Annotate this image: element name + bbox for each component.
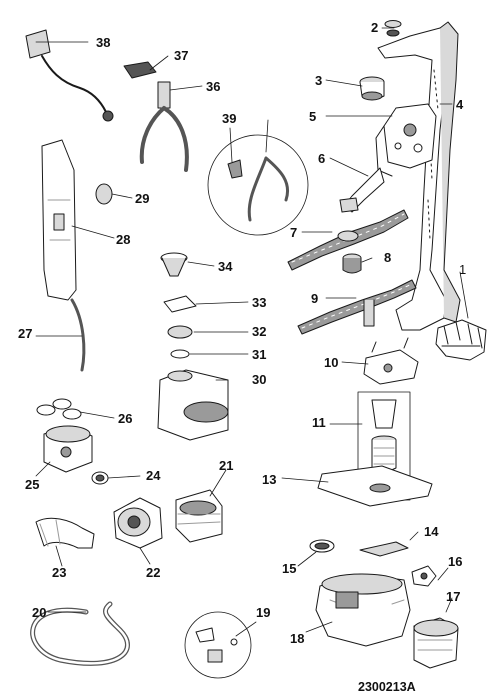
- drawing-code: 2300213A: [358, 680, 416, 694]
- label-part-32: 32: [252, 324, 267, 339]
- label-part-1: 1: [459, 262, 467, 277]
- label-part-34: 34: [218, 259, 233, 274]
- part-34-funnel: [160, 252, 188, 277]
- label-part-29: 29: [135, 191, 150, 206]
- label-part-23: 23: [52, 565, 67, 580]
- part-33-cap: [163, 295, 197, 313]
- part-27-tube: [70, 298, 86, 372]
- part-8-nut: [342, 253, 362, 274]
- part-9-spray-arm: [297, 279, 417, 335]
- label-part-38: 39: [222, 111, 237, 126]
- label-part-35: 36: [206, 79, 221, 94]
- label-part-26: 26: [118, 411, 133, 426]
- part-23-elbow-hose: [35, 517, 95, 549]
- part-38-39-detail: [207, 134, 309, 236]
- leader-lines: [35, 27, 469, 637]
- label-part-36: 37: [174, 48, 189, 63]
- part-31-ring: [170, 349, 190, 359]
- part-20-drain-hose: [30, 601, 130, 666]
- part-1-clip: [435, 319, 487, 361]
- part-16-fitting: [411, 565, 437, 587]
- part-18-sump: [315, 573, 411, 647]
- label-part-17: 17: [446, 589, 461, 604]
- label-part-21: 21: [219, 458, 234, 473]
- label-part-20: 20: [32, 605, 47, 620]
- part-24-coupling: [91, 471, 109, 485]
- part-11-filter: [357, 391, 411, 501]
- part-4-supply-pipe: [377, 21, 461, 331]
- part-25-valve: [43, 425, 93, 473]
- part-22-motor: [113, 497, 163, 549]
- label-part-2: 2: [371, 20, 379, 35]
- part-28-panel: [41, 139, 77, 301]
- label-part-3: 3: [315, 73, 323, 88]
- part-21-heater: [175, 489, 223, 543]
- label-part-14: 14: [424, 524, 439, 539]
- part-35-inlet-hose: [139, 81, 189, 172]
- label-part-16: 16: [448, 554, 463, 569]
- part-7-spray-arm: [287, 209, 409, 271]
- label-part-28: 28: [116, 232, 131, 247]
- label-part-18: 18: [290, 631, 305, 646]
- part-2-ring: [384, 20, 402, 37]
- part-32-ring: [167, 325, 193, 339]
- part-13-flat-filter: [317, 465, 433, 507]
- label-part-9: 9: [311, 291, 319, 306]
- part-3-nozzle: [359, 76, 385, 101]
- part-10-holder: [363, 337, 419, 385]
- label-part-27: 27: [18, 326, 33, 341]
- label-part-19: 19: [256, 605, 271, 620]
- label-part-31: 31: [252, 347, 267, 362]
- part-6-arm-support: [339, 167, 385, 213]
- part-30-salt-container: [157, 369, 229, 441]
- label-part-6: 6: [318, 151, 326, 166]
- label-part-33: 33: [252, 295, 267, 310]
- part-19-float: [184, 611, 252, 679]
- label-part-10: 10: [324, 355, 339, 370]
- part-17-pump: [413, 617, 459, 669]
- label-part-30: 30: [252, 372, 267, 387]
- label-part-4: 4: [456, 97, 464, 112]
- label-part-15: 15: [282, 561, 297, 576]
- label-part-25: 25: [25, 477, 40, 492]
- part-15-gasket: [309, 539, 335, 553]
- label-part-8: 8: [384, 250, 392, 265]
- part-37-cable: [25, 29, 114, 122]
- part-29-cap: [95, 183, 113, 205]
- label-part-5: 5: [309, 109, 317, 124]
- label-part-13: 13: [262, 472, 277, 487]
- label-part-22: 22: [146, 565, 161, 580]
- label-part-11: 11: [312, 415, 326, 430]
- label-part-7: 7: [290, 225, 298, 240]
- part-5-distributor: [375, 103, 437, 177]
- part-14-sensor: [359, 541, 409, 557]
- part-26-seals: [36, 398, 82, 420]
- label-part-37: 38: [96, 35, 111, 50]
- part-36-clip: [123, 61, 157, 79]
- label-part-24: 24: [146, 468, 161, 483]
